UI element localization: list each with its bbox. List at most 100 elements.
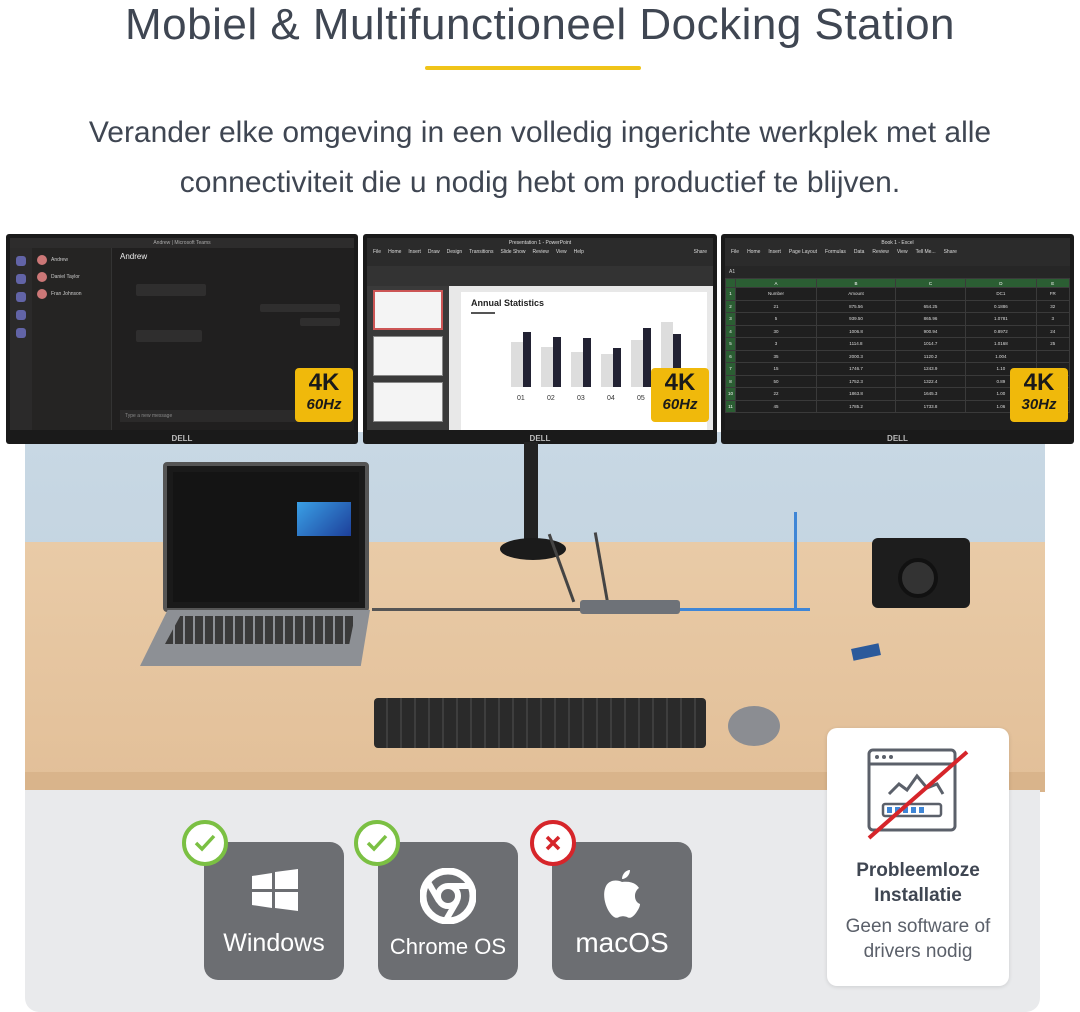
table-cell[interactable]: 1645.3 (894, 387, 967, 401)
os-tile-windows: Windows (204, 842, 344, 980)
table-cell[interactable]: 24 (1035, 324, 1070, 338)
table-cell[interactable]: 1322.4 (894, 374, 967, 388)
slide-thumbnail[interactable] (373, 382, 443, 422)
monitor-right: Book 1 - Excel File Home Insert Page Lay… (721, 234, 1074, 444)
menu-item-draw[interactable]: Draw (427, 249, 440, 255)
table-row: 1 Number Amount DC1 FR (725, 287, 1070, 301)
table-cell[interactable]: 1863.8 (816, 387, 896, 401)
table-cell[interactable]: 15 (734, 362, 818, 376)
chat-message (260, 304, 340, 312)
menu-item-file[interactable]: File (373, 249, 382, 255)
slide-thumbnail[interactable] (373, 290, 443, 330)
monitor-brand: DELL (529, 434, 551, 443)
menu-item-review[interactable]: Review (872, 249, 889, 255)
chart-tick: 02 (547, 395, 555, 402)
message-compose-input[interactable]: Type a new message (120, 410, 346, 422)
os-tile-macos: macOS (552, 842, 692, 980)
table-cell[interactable]: 900.94 (894, 324, 967, 338)
table-cell[interactable]: 3 (1035, 312, 1070, 326)
camera-lens (898, 558, 938, 598)
table-cell[interactable]: 1785.2 (816, 399, 896, 413)
avatar (37, 272, 47, 282)
table-cell[interactable]: 654.25 (894, 299, 967, 313)
menu-item-formulas[interactable]: Formulas (825, 249, 846, 255)
menu-item-file[interactable]: File (731, 249, 740, 255)
monitor-center: Presentation 1 - PowerPoint File Home In… (363, 234, 717, 444)
share-button[interactable]: Share (693, 249, 707, 255)
os-tile-chrome-os: Chrome OS (378, 842, 518, 980)
table-cell[interactable]: 30 (734, 324, 818, 338)
table-cell[interactable]: 35 (734, 349, 818, 363)
table-cell[interactable]: 32 (1035, 299, 1070, 313)
row-number: 10 (725, 387, 736, 401)
os-name: Windows (223, 929, 325, 957)
menu-item-help[interactable]: Help (573, 249, 584, 255)
teams-window: Andrew | Microsoft Teams Andrew Daniel T… (10, 238, 354, 430)
table-cell[interactable]: 1014.7 (894, 337, 967, 351)
table-cell[interactable]: 1120.2 (894, 349, 967, 363)
table-cell[interactable]: 1114.8 (816, 337, 896, 351)
table-cell[interactable]: 50 (734, 374, 818, 388)
table-cell[interactable]: 0.1886 (965, 299, 1037, 313)
monitor-brand: DELL (887, 434, 908, 443)
table-cell[interactable] (1035, 349, 1070, 363)
list-item[interactable]: Fran Johnson (37, 289, 106, 299)
wireless-keyboard (374, 698, 706, 748)
supported-check-icon (182, 820, 228, 866)
table-cell[interactable]: 1746.7 (816, 362, 896, 376)
menu-item-slideshow[interactable]: Slide Show (500, 249, 526, 255)
install-heading: Probleemloze Installatie (856, 860, 980, 906)
supported-check-icon (354, 820, 400, 866)
table-cell[interactable]: 22 (734, 387, 818, 401)
column-headers: A B C D E (725, 278, 1070, 288)
table-cell[interactable]: 1.004 (965, 349, 1037, 363)
table-cell[interactable]: 25 (1035, 337, 1070, 351)
page-subtitle: Verander elke omgeving in een volledig i… (0, 108, 1080, 208)
menu-item-transitions[interactable]: Transitions (469, 249, 494, 255)
name-box[interactable]: A1 (729, 269, 736, 275)
row-number: 5 (725, 337, 736, 351)
table-cell[interactable]: 939.50 (816, 312, 896, 326)
table-cell[interactable]: 5 (734, 312, 818, 326)
table-cell[interactable]: 1752.3 (816, 374, 896, 388)
os-name: macOS (575, 927, 669, 958)
menu-item-review[interactable]: Review (532, 249, 549, 255)
table-cell[interactable]: 45 (734, 399, 818, 413)
list-item[interactable]: Andrew (37, 255, 106, 265)
slide-thumbnail[interactable] (373, 336, 443, 376)
menu-item-insert[interactable]: Insert (768, 249, 781, 255)
menu-item-design[interactable]: Design (446, 249, 463, 255)
table-cell[interactable]: 3 (734, 337, 818, 351)
menu-item-data[interactable]: Data (853, 249, 865, 255)
table-cell[interactable]: 1243.9 (894, 362, 967, 376)
teams-chat-title: Andrew (120, 252, 148, 261)
table-cell[interactable]: 0.8972 (965, 324, 1037, 338)
share-button[interactable]: Share (943, 249, 957, 255)
table-cell[interactable]: 865.96 (894, 312, 967, 326)
chart-tick: 01 (517, 395, 525, 402)
table-cell[interactable]: 1.0781 (965, 312, 1037, 326)
menu-item-insert[interactable]: Insert (408, 249, 421, 255)
table-cell[interactable]: 21 (734, 299, 818, 313)
row-number: 4 (725, 324, 736, 338)
table-cell[interactable]: 1733.8 (894, 399, 967, 413)
table-cell[interactable]: 1.0168 (965, 337, 1037, 351)
menu-item-view[interactable]: View (896, 249, 908, 255)
list-item[interactable]: Daniel Taylor (37, 272, 106, 282)
monitor-left: Andrew | Microsoft Teams Andrew Daniel T… (6, 234, 358, 444)
avatar (37, 255, 47, 265)
table-cell[interactable]: 875.56 (816, 299, 896, 313)
table-cell[interactable]: 1006.8 (816, 324, 896, 338)
row-number: 7 (725, 362, 736, 376)
menu-item-home[interactable]: Home (747, 249, 761, 255)
tell-me-search[interactable]: Tell Me... (915, 249, 936, 255)
menu-item-view[interactable]: View (555, 249, 567, 255)
menu-item-home[interactable]: Home (388, 249, 402, 255)
table-cell[interactable]: 2000.3 (816, 349, 896, 363)
menu-item-page-layout[interactable]: Page Layout (788, 249, 818, 255)
desk-edge (25, 772, 1045, 792)
formula-bar[interactable]: A1 (725, 266, 1070, 278)
excel-titlebar: Book 1 - Excel File Home Insert Page Lay… (725, 238, 1070, 266)
spreadsheet-grid[interactable]: A B C D E 1 Number Amount DC1 FR (725, 278, 1070, 413)
